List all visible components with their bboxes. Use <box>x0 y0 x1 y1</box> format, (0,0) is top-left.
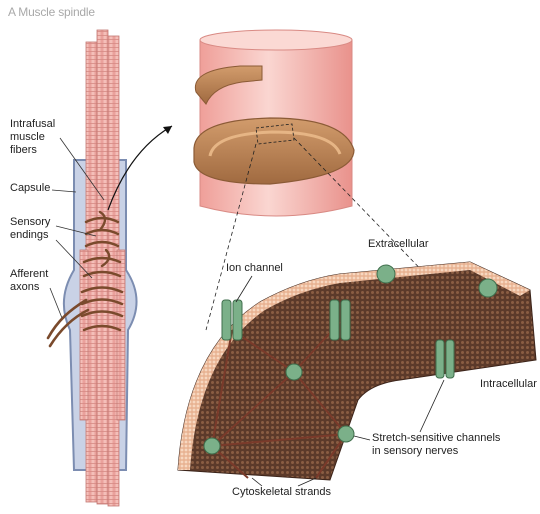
label-afferent-axons: Afferent axons <box>10 268 48 294</box>
label-sensory-line1: Sensory <box>10 216 50 229</box>
label-intrafusal-line3: fibers <box>10 144 55 157</box>
muscle-spindle <box>48 30 172 506</box>
label-cytoskeletal: Cytoskeletal strands <box>232 486 331 499</box>
label-extracellular: Extracellular <box>368 238 429 251</box>
intrafusal-fibers <box>80 30 125 506</box>
label-ion-channel: Ion channel <box>226 262 283 275</box>
figure-title: A Muscle spindle <box>8 6 95 19</box>
label-capsule: Capsule <box>10 182 50 195</box>
label-sensory-line2: endings <box>10 229 50 242</box>
label-intrafusal: Intrafusal muscle fibers <box>10 118 55 157</box>
label-stretch-channels: Stretch-sensitive channels in sensory ne… <box>372 432 500 458</box>
label-sensory-endings: Sensory endings <box>10 216 50 242</box>
label-intracellular: Intracellular <box>480 378 540 391</box>
label-intrafusal-line2: muscle <box>10 131 55 144</box>
label-afferent-line2: axons <box>10 281 48 294</box>
label-afferent-line1: Afferent <box>10 268 48 281</box>
label-stretch-line1: Stretch-sensitive channels <box>372 432 500 445</box>
label-stretch-line2: in sensory nerves <box>372 445 500 458</box>
label-intrafusal-line1: Intrafusal <box>10 118 55 131</box>
